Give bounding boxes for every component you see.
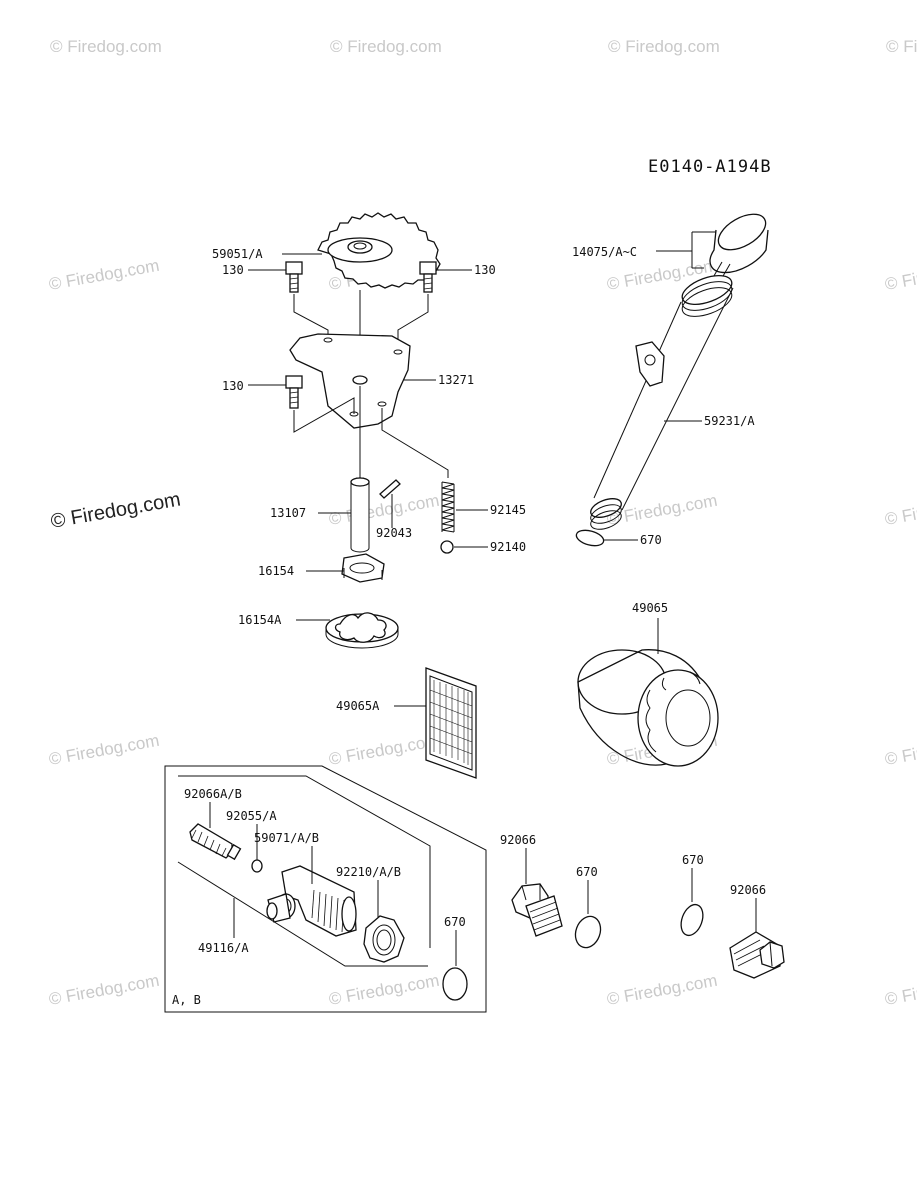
watermark: © Firedog.com [47, 971, 160, 1009]
bolt-right-part[interactable] [419, 261, 437, 293]
bolt-lower-part[interactable] [285, 375, 303, 409]
strainer-part[interactable] [425, 667, 477, 779]
o-ring-right-part[interactable] [677, 902, 707, 939]
o-ring-box-part[interactable] [442, 967, 468, 1001]
watermark: © Firedog.com [327, 731, 440, 769]
watermark: © Firedog.com [327, 971, 440, 1009]
label-59051: 59051/A [212, 247, 263, 261]
label-16154A: 16154A [238, 613, 282, 627]
label-49116: 49116/A [198, 941, 249, 955]
watermark: © Firedog.com [49, 488, 182, 532]
label-13107: 13107 [270, 506, 306, 520]
label-670-right: 670 [682, 853, 704, 867]
ball-part[interactable] [440, 540, 454, 554]
watermark: © Firedog.com [330, 37, 442, 56]
label-670-mid: 670 [576, 865, 598, 879]
watermark: © Firedog.com [608, 37, 720, 56]
watermark: © Firedog.com [883, 256, 917, 294]
small-ring-part[interactable] [251, 859, 263, 873]
label-130-right: 130 [474, 263, 496, 277]
watermark: © Firedog.com [50, 37, 162, 56]
drain-plug-long-part[interactable] [189, 823, 242, 861]
label-92043: 92043 [376, 526, 412, 540]
diagram-code: E0140-A194B [648, 157, 772, 177]
fitting-part[interactable] [266, 865, 357, 937]
variant-box [164, 765, 487, 1013]
o-ring-part[interactable] [575, 528, 606, 549]
o-ring-mid-part[interactable] [571, 913, 604, 951]
drain-plug-right-part[interactable] [729, 931, 785, 979]
watermark: © Firedog.com [883, 731, 917, 769]
label-59071: 59071/A/B [254, 831, 319, 845]
label-49065A: 49065A [336, 699, 380, 713]
label-92066-mid: 92066 [500, 833, 536, 847]
label-92145: 92145 [490, 503, 526, 517]
label-130-left: 130 [222, 263, 244, 277]
watermark: © Firedog.com [883, 491, 917, 529]
spring-part[interactable] [441, 481, 455, 533]
pump-plate-part[interactable] [289, 333, 411, 429]
shaft-part[interactable] [350, 477, 370, 553]
watermark: © Firedog.com [47, 256, 160, 294]
label-14075: 14075/A~C [572, 245, 637, 259]
nut-part[interactable] [363, 915, 405, 963]
label-92140: 92140 [490, 540, 526, 554]
watermark: © Firedog.com [605, 971, 718, 1009]
label-670-box: 670 [444, 915, 466, 929]
label-16154: 16154 [258, 564, 294, 578]
outer-rotor-part[interactable] [325, 612, 399, 649]
watermark: © Firedog.com [883, 971, 917, 1009]
label-670-pipe: 670 [640, 533, 662, 547]
filler-pipe-part[interactable] [588, 270, 735, 533]
filler-cap-part[interactable] [699, 207, 772, 303]
label-92210: 92210/A/B [336, 865, 401, 879]
gear-part[interactable] [317, 212, 441, 289]
inner-rotor-part[interactable] [341, 553, 385, 583]
label-130-lower: 130 [222, 379, 244, 393]
box-note: A, B [172, 993, 201, 1007]
watermark: © Firedog.com [47, 731, 160, 769]
drain-plug-mid-part[interactable] [511, 883, 563, 937]
pin-part[interactable] [379, 479, 401, 499]
bolt-left-part[interactable] [285, 261, 303, 293]
watermark: © Firedog.com [886, 37, 917, 56]
label-92066-right: 92066 [730, 883, 766, 897]
label-92055: 92055/A [226, 809, 277, 823]
label-49065: 49065 [632, 601, 668, 615]
label-13271: 13271 [438, 373, 474, 387]
oil-filter-part[interactable] [577, 649, 719, 767]
watermark-layer: © Firedog.com © Firedog.com © Firedog.co… [47, 37, 917, 1009]
label-59231: 59231/A [704, 414, 755, 428]
label-92066AB: 92066A/B [184, 787, 242, 801]
